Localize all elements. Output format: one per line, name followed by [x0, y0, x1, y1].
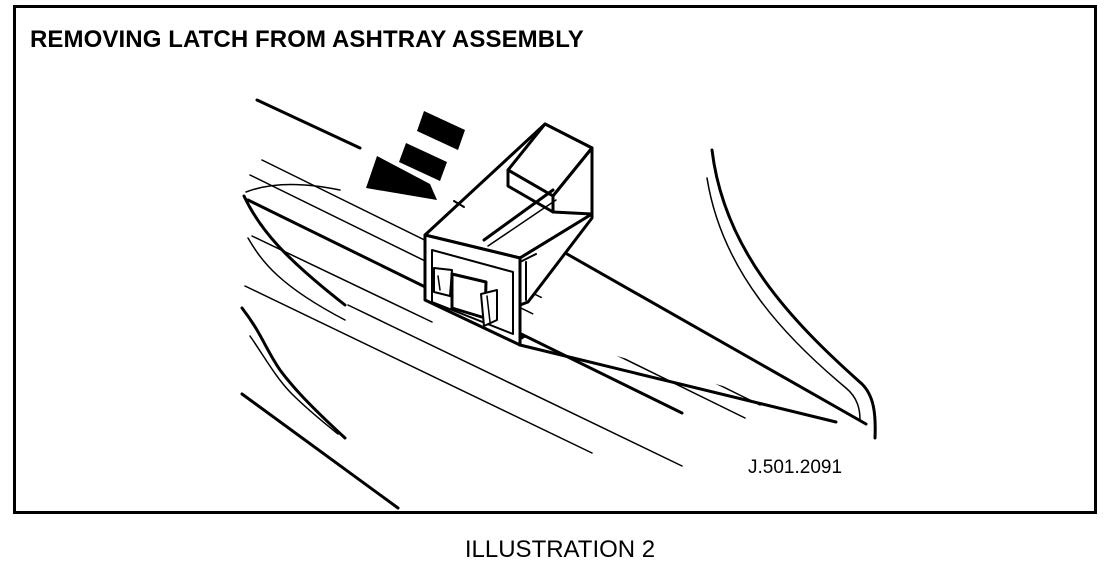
figure-title: REMOVING LATCH FROM ASHTRAY ASSEMBLY	[30, 26, 584, 53]
reference-code: J.501.2091	[748, 457, 843, 478]
illustration-frame: REMOVING LATCH FROM ASHTRAY ASSEMBLY J.5…	[13, 5, 1097, 514]
removal-direction-arrow-icon	[366, 111, 465, 200]
arrow-leader-line	[453, 200, 465, 208]
figure-caption: ILLUSTRATION 2	[464, 536, 656, 563]
ashtray-right-edge	[706, 148, 877, 440]
latch-body	[423, 122, 594, 347]
ashtray-body-contour	[240, 194, 400, 510]
